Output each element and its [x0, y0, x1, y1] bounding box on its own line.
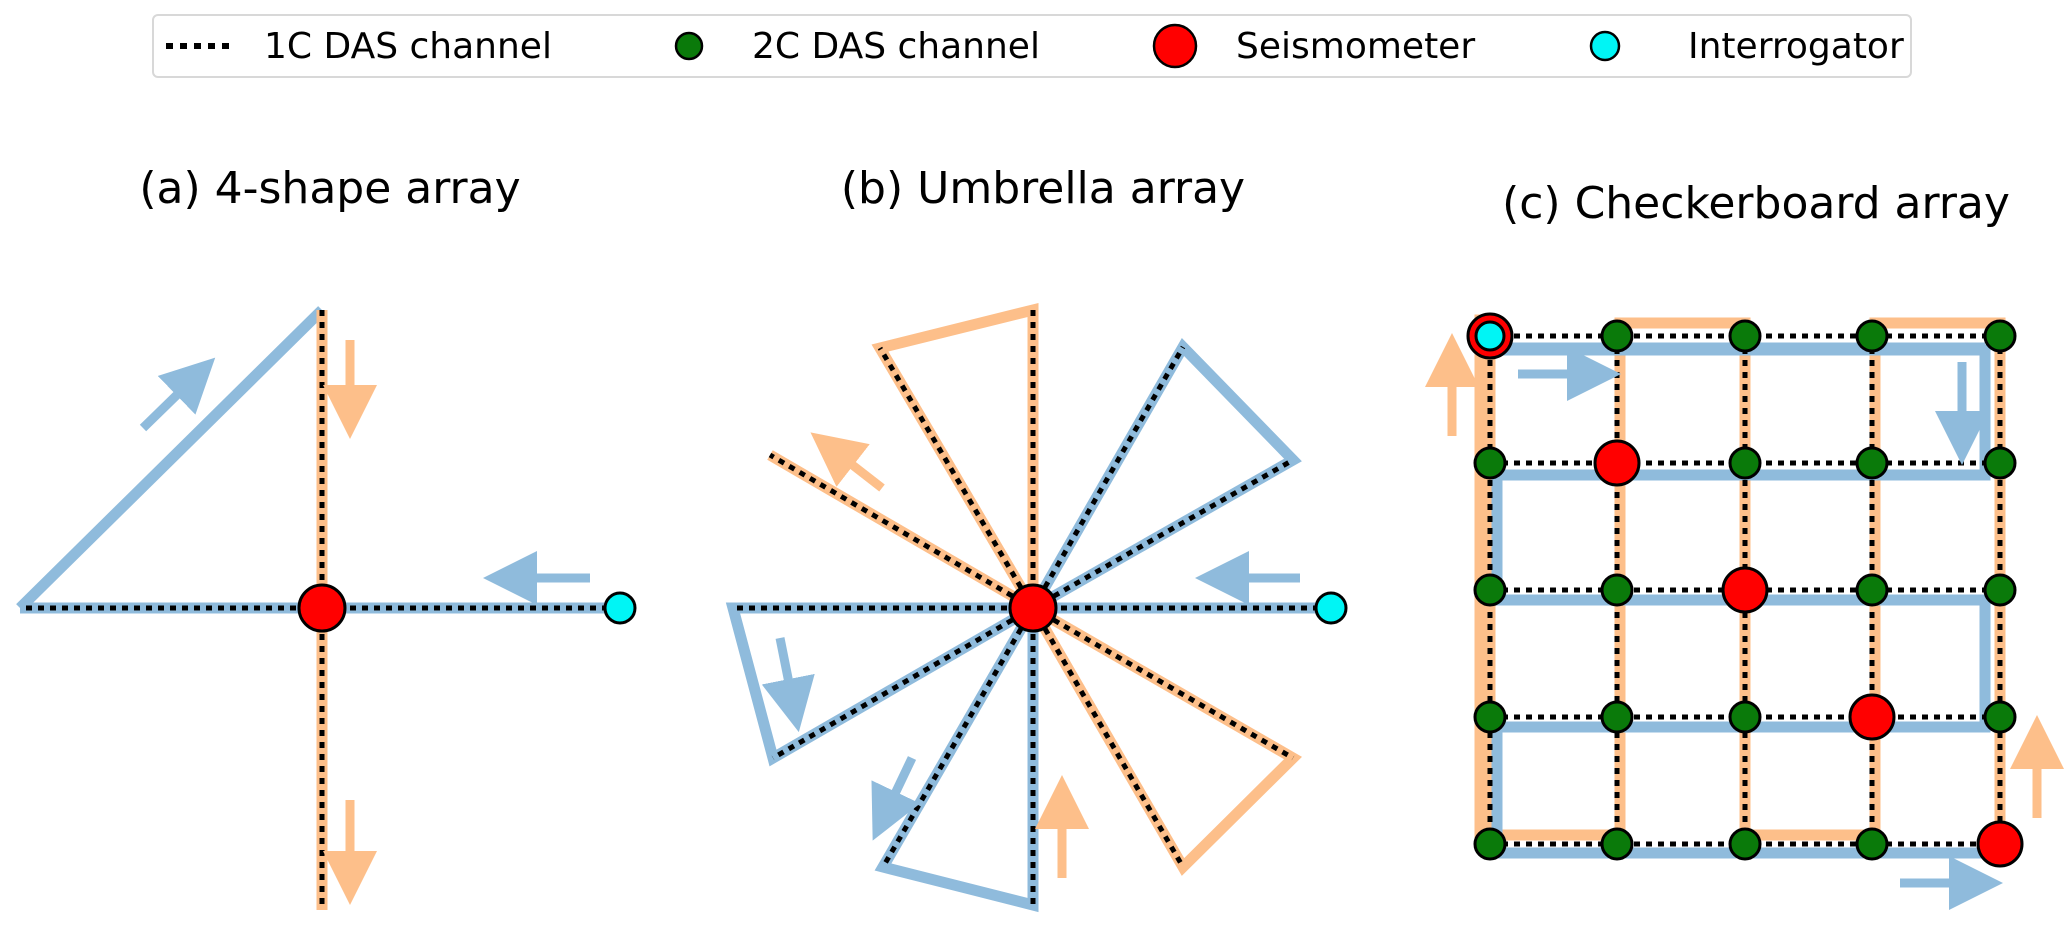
panel-b-diagram — [725, 302, 1348, 913]
dotted-line-icon — [166, 43, 232, 49]
direction-arrow — [139, 357, 216, 432]
direction-arrow — [871, 756, 921, 841]
direction-arrow — [810, 432, 885, 492]
interrogator — [1474, 320, 1506, 352]
interrogator — [603, 591, 637, 625]
seismometers — [1466, 312, 2024, 868]
panel-title-c: (c) Checkerboard array — [1502, 178, 2010, 229]
seismometer — [1008, 583, 1058, 633]
panel-c-diagram — [1425, 312, 2064, 910]
1c-das-channels — [733, 310, 1331, 905]
legend-label: Seismometer — [1236, 25, 1476, 67]
2c-das-channels — [1473, 319, 2017, 861]
interrogator — [1314, 591, 1348, 625]
direction-arrows — [1425, 333, 2064, 910]
seismometer — [297, 583, 347, 633]
green-circle-icon — [674, 31, 704, 61]
direction-arrow — [761, 637, 815, 733]
direction-arrows — [139, 340, 590, 905]
legend-item-interrogator: Interrogator — [1588, 16, 1904, 76]
legend-item-1c-das: 1C DAS channel — [164, 16, 552, 76]
legend-item-seismometer: Seismometer — [1150, 16, 1475, 76]
panel-title-a: (a) 4-shape array — [139, 163, 521, 214]
cable-segment — [16, 306, 326, 612]
cyan-circle-icon — [1589, 30, 1621, 62]
legend-label: Interrogator — [1688, 25, 1904, 67]
panel-title-b: (b) Umbrella array — [840, 163, 1246, 214]
red-circle-icon — [1152, 23, 1198, 69]
legend-label: 2C DAS channel — [752, 25, 1040, 67]
legend: 1C DAS channel 2C DAS channel Seismomete… — [152, 14, 1912, 78]
panel-a-diagram — [16, 306, 637, 910]
legend-label: 1C DAS channel — [264, 25, 552, 67]
legend-item-2c-das: 2C DAS channel — [672, 16, 1040, 76]
direction-arrows — [761, 432, 1300, 878]
